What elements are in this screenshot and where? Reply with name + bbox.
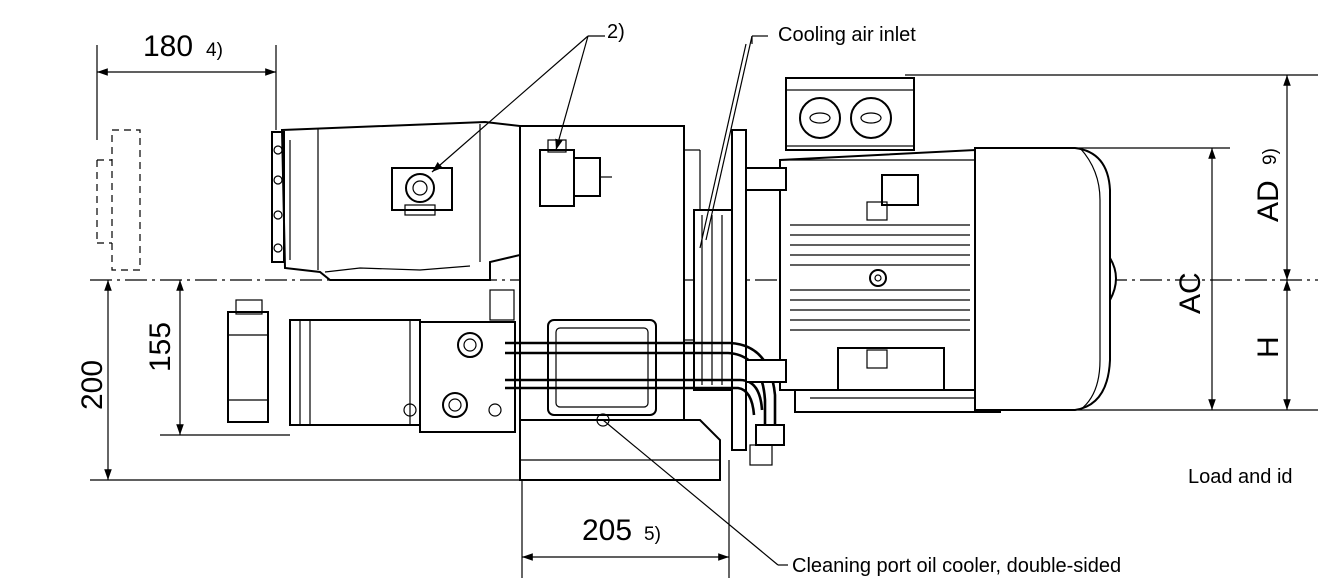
callout-cleaning-port: Cleaning port oil cooler, double-sided — [602, 419, 1121, 577]
oil-filter-assembly — [227, 289, 516, 433]
callout-cooling-air-inlet: Cooling air inlet — [699, 24, 916, 249]
callout-2-label: 2) — [607, 21, 625, 43]
dimension-155-value: 155 — [144, 322, 177, 372]
dimension-205: 205 5) — [521, 460, 730, 578]
dimension-180-value: 180 — [143, 30, 193, 63]
connection-port-left — [391, 167, 453, 216]
dimension-200-value: 200 — [76, 360, 109, 410]
dimension-200: 200 — [76, 280, 520, 481]
cleaning-port-cover — [547, 319, 657, 427]
callout-2: 2) — [431, 21, 625, 173]
motor-fan-cover — [974, 147, 1117, 411]
dimension-180: 180 4) — [96, 30, 277, 140]
dimension-180-note: 4) — [206, 40, 223, 61]
dimension-h-value: H — [1252, 336, 1285, 358]
cleaning-port-label: Cleaning port oil cooler, double-sided — [792, 555, 1121, 577]
dimension-205-note: 5) — [644, 524, 661, 545]
dimension-ad-note: 9) — [1260, 148, 1281, 165]
dimension-205-value: 205 — [582, 514, 632, 547]
dimension-ad-ac-h: AD 9) AC H — [905, 74, 1318, 411]
dimension-ad-value: AD — [1252, 180, 1285, 222]
motor-terminal-box — [785, 77, 915, 151]
service-clearance-outline — [96, 129, 141, 271]
cooling-air-inlet-label: Cooling air inlet — [778, 24, 916, 46]
dimension-155: 155 — [144, 280, 290, 436]
connection-port-right — [539, 139, 612, 207]
oil-cooler-fan — [693, 129, 747, 451]
load-text-truncated: Load and id — [1188, 466, 1293, 488]
dimension-ac-value: AC — [1174, 272, 1207, 314]
motor-cooling-ribs — [790, 224, 970, 331]
motor-body — [745, 148, 1001, 413]
